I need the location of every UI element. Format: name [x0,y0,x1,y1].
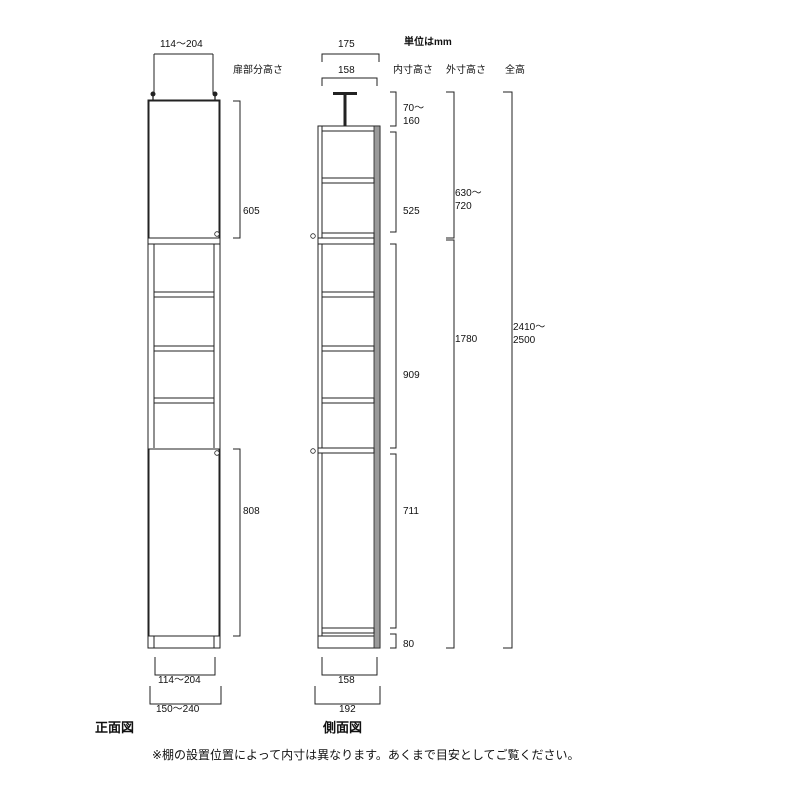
inner-bottom-dimension: 80 [390,633,415,650]
front-shelf [153,397,215,404]
side-shelf [321,397,375,404]
front-upper-door [148,100,220,239]
side-shelf [321,291,375,298]
side-top-outer-depth-label: 175 [338,39,355,50]
side-middle-band [317,237,375,245]
side-top-inner-depth-dimension: 158 [321,65,378,86]
inner-top-dimension: 70～ 160 [390,91,424,127]
total-height-dimension: 2410～ 2500 [503,91,545,649]
front-view-caption: 正面図 [95,720,134,735]
inner-bottom-label: 80 [403,639,415,650]
lower-door-height-dimension: 808 [233,448,260,637]
front-middle-rail [147,237,221,245]
side-upper-knob [310,233,316,239]
tension-rod [333,92,357,128]
outer-height-header: 外寸高さ [446,63,486,76]
side-lower-knob [310,448,316,454]
inner-upper-label: 525 [403,206,420,217]
footnote: ※棚の設置位置によって内寸は異なります。あくまで目安としてご覧ください。 [152,747,580,762]
unit-label: 単位はmm [404,35,452,48]
front-lower-door [148,448,220,637]
side-bottom-shelf [321,627,375,634]
front-bottom-inner-width-label: 114～204 [158,675,201,686]
side-view: 175 158 [310,39,545,735]
upper-door-height-dimension: 605 [233,100,260,239]
side-back-panel [373,125,381,649]
total-height-label-b: 2500 [513,335,536,346]
side-bottom-inner-depth-dimension: 158 [321,657,378,686]
inner-lower-label: 711 [403,506,419,517]
outer-upper-label-b: 720 [455,201,472,212]
front-bottom-outer-width-label: 150～240 [156,704,200,715]
side-lower-top-board [317,447,375,454]
outer-upper-dimension: 630～ 720 [446,91,482,239]
side-bottom-outer-depth-label: 192 [339,704,356,715]
upper-door-height-label: 605 [243,206,260,217]
outer-upper-label-a: 630～ [455,188,482,199]
side-top-inner-depth-label: 158 [338,65,355,76]
lower-door-knob [214,450,220,456]
inner-middle-dimension: 909 [390,243,420,449]
inner-middle-label: 909 [403,370,420,381]
upper-door-knob [214,231,220,237]
door-height-header: 扉部分高さ [233,63,283,76]
outer-lower-label: 1780 [455,334,478,345]
side-shelf [321,345,375,352]
lower-door-height-label: 808 [243,506,260,517]
side-top-outer-depth-dimension: 175 [321,39,380,62]
inner-top-label-a: 70～ [403,103,424,114]
front-top-width-dimension: 114～204 [153,39,214,94]
inner-lower-dimension: 711 [390,453,419,629]
side-shelf [321,177,375,184]
outer-lower-dimension: 1780 [446,239,478,649]
front-shelf [153,291,215,298]
total-height-header: 全高 [505,63,525,76]
front-top-width-label: 114～204 [160,39,203,50]
side-bottom-inner-depth-label: 158 [338,675,355,686]
inner-height-header: 内寸高さ [393,63,433,76]
front-bottom-inner-width-dimension: 114～204 [154,657,216,686]
total-height-label-a: 2410～ [513,322,545,333]
inner-top-label-b: 160 [403,116,420,127]
side-cabinet-body [317,125,381,649]
side-view-caption: 側面図 [322,720,362,735]
front-shelf [153,345,215,352]
side-bottom-outer-depth-dimension: 192 [314,686,381,715]
inner-upper-dimension: 525 [390,131,420,233]
front-view: 114～204 605 [95,39,260,735]
side-middle-rail [321,232,375,239]
front-bottom-outer-width-dimension: 150～240 [149,686,222,715]
